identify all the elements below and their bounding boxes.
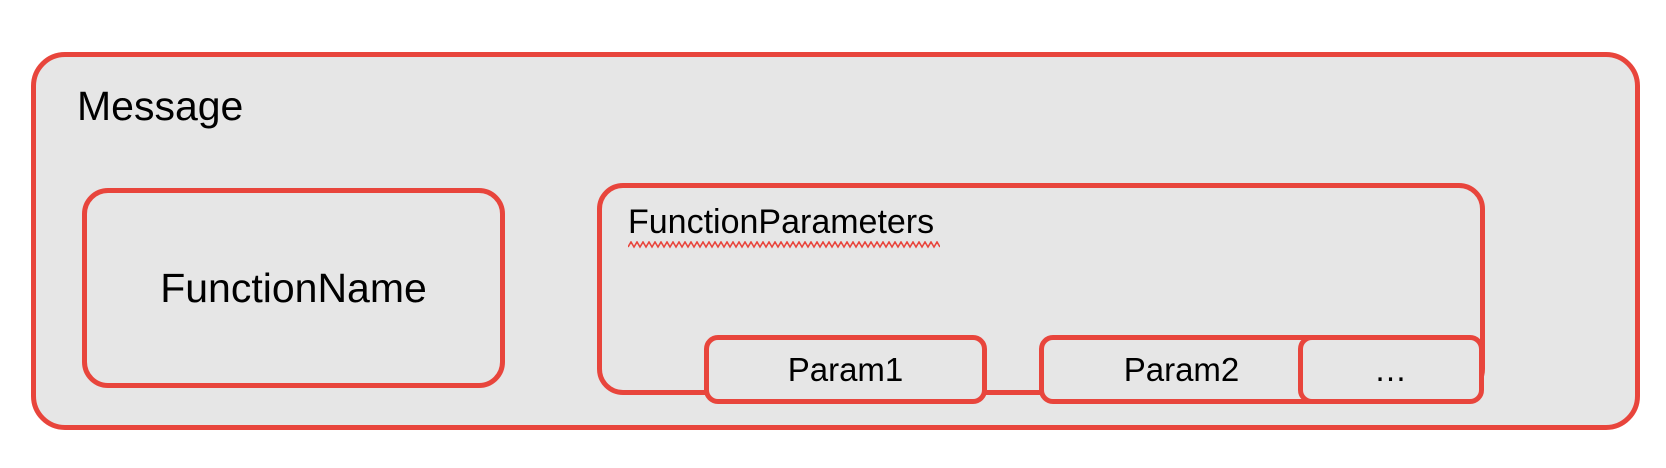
parameter-label-ellipsis: … <box>1374 351 1408 388</box>
parameter-box-1: Param1 <box>704 335 987 404</box>
message-label: Message <box>77 83 244 129</box>
function-parameters-label: FunctionParameters <box>628 203 935 241</box>
function-name-box: FunctionName <box>82 188 505 388</box>
parameter-box-more: … <box>1298 335 1484 404</box>
spellcheck-squiggle-icon <box>628 241 940 249</box>
parameter-label-1: Param1 <box>787 351 904 388</box>
function-name-label: FunctionName <box>160 264 427 311</box>
parameter-box-2: Param2 <box>1039 335 1324 404</box>
function-parameters-box: FunctionParameters Param1 Param2 … <box>597 183 1485 404</box>
function-parameters-label-group: FunctionParameters <box>628 205 940 249</box>
parameter-label-2: Param2 <box>1123 351 1240 388</box>
parameter-list: Param1 Param2 … <box>602 188 1484 404</box>
message-box: Message FunctionName FunctionParameters … <box>31 52 1640 430</box>
